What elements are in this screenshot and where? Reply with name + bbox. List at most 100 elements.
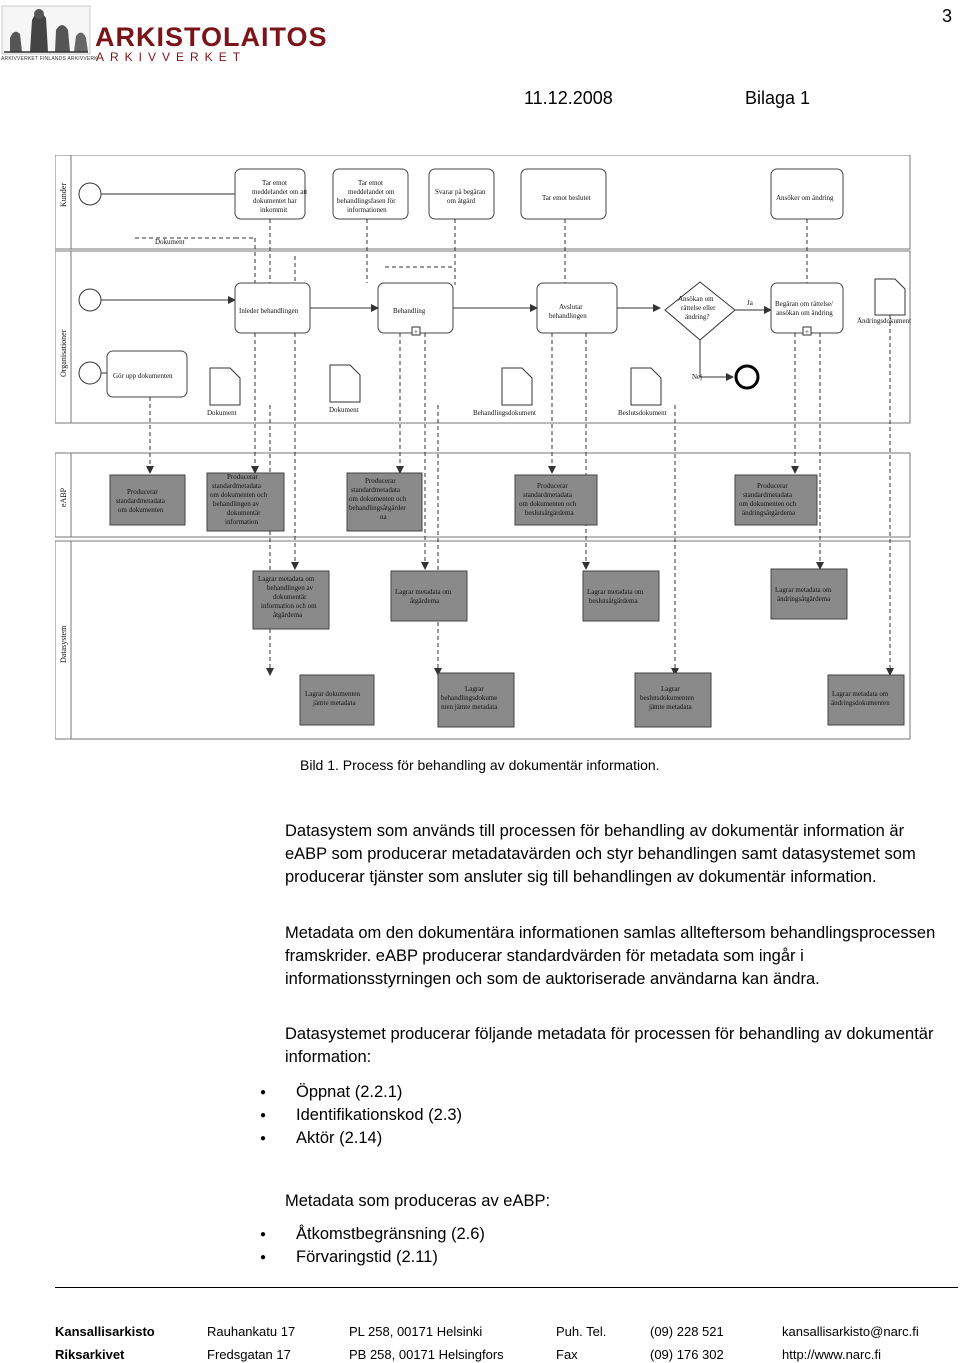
svg-text:jämte metadata: jämte metadata [312, 699, 356, 707]
svg-text:Producerar: Producerar [227, 473, 258, 481]
footer-fax-label: Fax [556, 1347, 578, 1362]
svg-text:Lagrar dokumenten: Lagrar dokumenten [305, 690, 361, 698]
ds-lower-task-2 [437, 672, 515, 728]
svg-text:om dokumenten: om dokumenten [118, 506, 164, 514]
svg-text:Lagrar metadata om: Lagrar metadata om [395, 588, 452, 596]
footer-org-fi: Kansallisarkisto [55, 1324, 155, 1339]
svg-text:Producerar: Producerar [127, 488, 158, 496]
svg-text:beslutsåtgärdema: beslutsåtgärdema [589, 597, 638, 605]
svg-text:Lagrar: Lagrar [661, 685, 680, 693]
ds-lower-task-1 [299, 674, 375, 726]
svg-text:Begäran om rättelse/: Begäran om rättelse/ [775, 300, 833, 308]
footer-org-sv: Riksarkivet [55, 1347, 125, 1362]
footer-email-link[interactable]: kansallisarkisto@narc.fi [782, 1324, 919, 1339]
footer-website-link[interactable]: http://www.narc.fi [782, 1347, 881, 1362]
eabp-task-5 [734, 474, 818, 526]
list-eabp-metadata: Åtkomstbegränsning (2.6) Förvaringstid (… [260, 1223, 920, 1269]
lane-label-organisations: Organisationer [59, 329, 68, 377]
svg-text:behandlingen av: behandlingen av [267, 584, 314, 592]
svg-text:Ansökan om: Ansökan om [678, 295, 714, 303]
doc-label-1: Dokument [207, 409, 237, 417]
svg-text:standardmetadata: standardmetadata [212, 482, 262, 490]
svg-text:om dokumenten och: om dokumenten och [739, 500, 797, 508]
start-event-org-1 [78, 288, 102, 312]
svg-text:ändringsdokumenten: ändringsdokumenten [831, 699, 890, 707]
svg-text:ändringsåtgärdema: ändringsåtgärdema [777, 595, 831, 603]
svg-text:behandlingsdokume: behandlingsdokume [441, 694, 497, 702]
lane-organisations [55, 250, 911, 424]
svg-text:ändring?: ändring? [685, 313, 710, 321]
task-receive-decision [520, 168, 607, 220]
svg-text:Producerar: Producerar [757, 482, 788, 490]
svg-text:rättelse eller: rättelse eller [681, 304, 716, 312]
list-item: Åtkomstbegränsning (2.6) [260, 1223, 920, 1246]
footer-phone-label: Puh. Tel. [556, 1324, 607, 1339]
svg-text:dokumentär: dokumentär [273, 593, 307, 601]
page-number: 3 [941, 6, 952, 26]
svg-text:standardmetadata: standardmetadata [351, 486, 401, 494]
svg-text:Lagrar metadata om: Lagrar metadata om [775, 586, 832, 594]
svg-text:Inleder behandlingen: Inleder behandlingen [239, 307, 299, 315]
doc-label-2: Dokument [329, 406, 359, 414]
svg-text:Lagrar: Lagrar [465, 685, 484, 693]
ds-upper-task-1 [252, 570, 330, 630]
label-dokument-top: Dokument [155, 238, 185, 246]
footer-address-fi: Rauhankatu 17 [207, 1324, 296, 1339]
svg-text:om åtgärd: om åtgärd [447, 197, 476, 205]
svg-text:Behandling: Behandling [393, 307, 426, 315]
logo-tagline: ARKIVVERKET FINLANDS ARKIVVERK [1, 56, 98, 62]
svg-text:Lagrar metadata om: Lagrar metadata om [832, 690, 889, 698]
svg-text:na: na [380, 513, 388, 521]
paragraph-1: Datasystem som används till processen fö… [285, 822, 916, 886]
svg-text:behandlingsfasen för: behandlingsfasen för [337, 197, 396, 205]
archive-logo [1, 5, 91, 55]
svg-text:dokumentet har: dokumentet har [253, 197, 297, 205]
svg-text:+: + [414, 328, 418, 336]
svg-text:Lagrar metadata om: Lagrar metadata om [587, 588, 644, 596]
svg-text:åtgärdema: åtgärdema [410, 597, 440, 605]
start-event-customer [78, 182, 102, 206]
paragraph-3: Datasystemet producerar följande metadat… [285, 1025, 934, 1066]
svg-text:behandlingen av: behandlingen av [213, 500, 260, 508]
svg-text:standardmetadata: standardmetadata [523, 491, 573, 499]
footer-postbox-sv: PB 258, 00171 Helsingfors [349, 1347, 504, 1362]
task-answer-request [428, 168, 495, 220]
svg-text:Lagrar metadata om: Lagrar metadata om [258, 575, 315, 583]
ds-upper-task-2 [390, 570, 468, 622]
figure-caption: Bild 1. Process för behandling av dokume… [300, 757, 660, 773]
svg-text:standardmetadata: standardmetadata [743, 491, 793, 499]
svg-text:standardmetadata: standardmetadata [116, 497, 166, 505]
start-event-org-2 [78, 361, 102, 385]
svg-text:ändringsåtgärdema: ändringsåtgärdema [742, 509, 796, 517]
document-date: 11.12.2008 [524, 88, 613, 108]
task-change-request [770, 282, 844, 334]
svg-text:Tar emot: Tar emot [358, 179, 383, 187]
ds-upper-task-3 [582, 570, 660, 622]
svg-text:beslutsåtgärdema: beslutsåtgärdema [525, 509, 574, 517]
eabp-task-2 [206, 472, 285, 532]
lane-label-datasystem: Datasystem [59, 625, 68, 663]
svg-text:information: information [225, 518, 259, 526]
svg-text:åtgärdema: åtgärdema [273, 611, 303, 619]
svg-text:Ansöker om ändring: Ansöker om ändring [776, 194, 834, 202]
svg-text:om dokumenten och: om dokumenten och [349, 495, 407, 503]
svg-text:+: + [805, 328, 809, 336]
end-event [734, 364, 760, 390]
appendix-label: Bilaga 1 [745, 88, 811, 108]
ds-lower-task-3 [634, 672, 712, 728]
logo-wordmark: ARKISTOLAITOS [95, 22, 328, 52]
eabp-task-1 [109, 474, 186, 526]
footer-address-sv: Fredsgatan 17 [207, 1347, 291, 1362]
eabp-task-4 [514, 474, 598, 526]
list-datasystem-metadata: Öppnat (2.2.1) Identifikationskod (2.3) … [260, 1081, 920, 1150]
task-create-documents [106, 350, 188, 398]
footer-divider [55, 1287, 958, 1288]
svg-text:Producerar: Producerar [537, 482, 568, 490]
process-diagram: .lane { fill: #fff; stroke: #777; stroke… [55, 155, 911, 740]
svg-text:behandlingen: behandlingen [549, 312, 587, 320]
footer-fax: (09) 176 302 [650, 1347, 724, 1362]
doc-label-4: Beslutsdokument [618, 409, 667, 417]
list-item: Förvaringstid (2.11) [260, 1246, 920, 1269]
lane-label-eabp: eABP [59, 487, 68, 507]
svg-text:Tar emot: Tar emot [262, 179, 287, 187]
